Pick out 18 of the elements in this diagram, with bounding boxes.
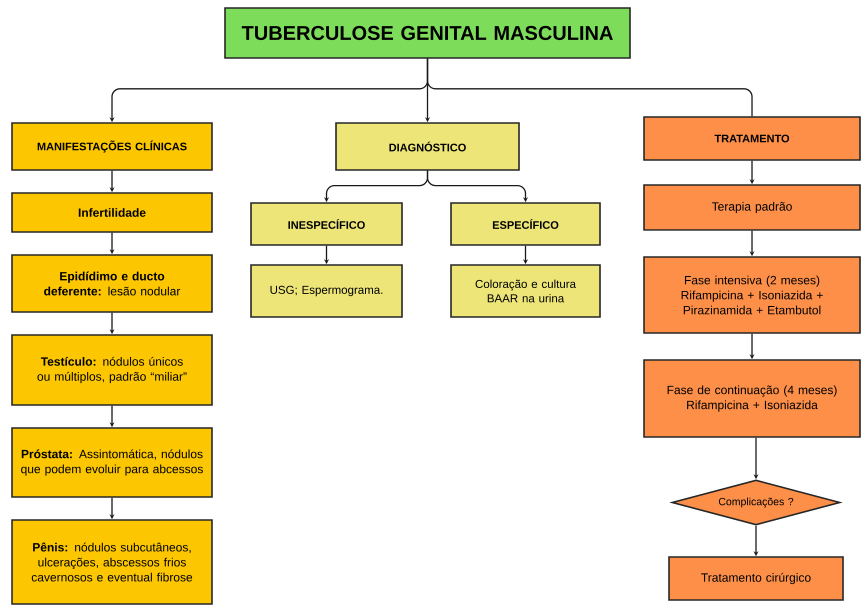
process-box: Epidídimo e ducto deferente: lesão nodular bbox=[11, 254, 213, 313]
process-box: Testículo: nódulos únicos ou múltiplos, padrão “miliar” bbox=[11, 334, 213, 406]
process-box: Tratamento cirúrgico bbox=[668, 556, 844, 601]
process-box: Infertilidade bbox=[11, 192, 213, 233]
category-box: DIAGNÓSTICO bbox=[335, 122, 520, 171]
category-box: TRATAMENTO bbox=[643, 116, 861, 161]
process-box: Fase de continuação (4 meses) Rifampicina + Isoniazida bbox=[643, 359, 861, 438]
process-box: INESPECÍFICO bbox=[250, 202, 403, 246]
process-box: Terapia padrão bbox=[643, 184, 861, 231]
process-box: Pênis: nódulos subcutâneos, ulcerações, abscessos frios cavernosos e eventual fibrose bbox=[11, 519, 213, 605]
connector-line bbox=[426, 58, 753, 116]
category-box: MANIFESTAÇÕES CLÍNICAS bbox=[11, 122, 213, 171]
process-box: USG; Espermograma. bbox=[250, 264, 403, 318]
title-box: TUBERCULOSE GENITAL MASCULINA bbox=[224, 7, 631, 59]
process-box: Fase intensiva (2 meses) Rifampicina + Isoniazida + Pirazinamida + Etambutol bbox=[643, 256, 861, 334]
process-box: Coloração e cultura BAAR na urina bbox=[450, 264, 601, 318]
process-box: Próstata: Assintomática, nódulos que podem evoluir para abcessos bbox=[11, 427, 213, 498]
process-box: ESPECÍFICO bbox=[450, 202, 601, 246]
